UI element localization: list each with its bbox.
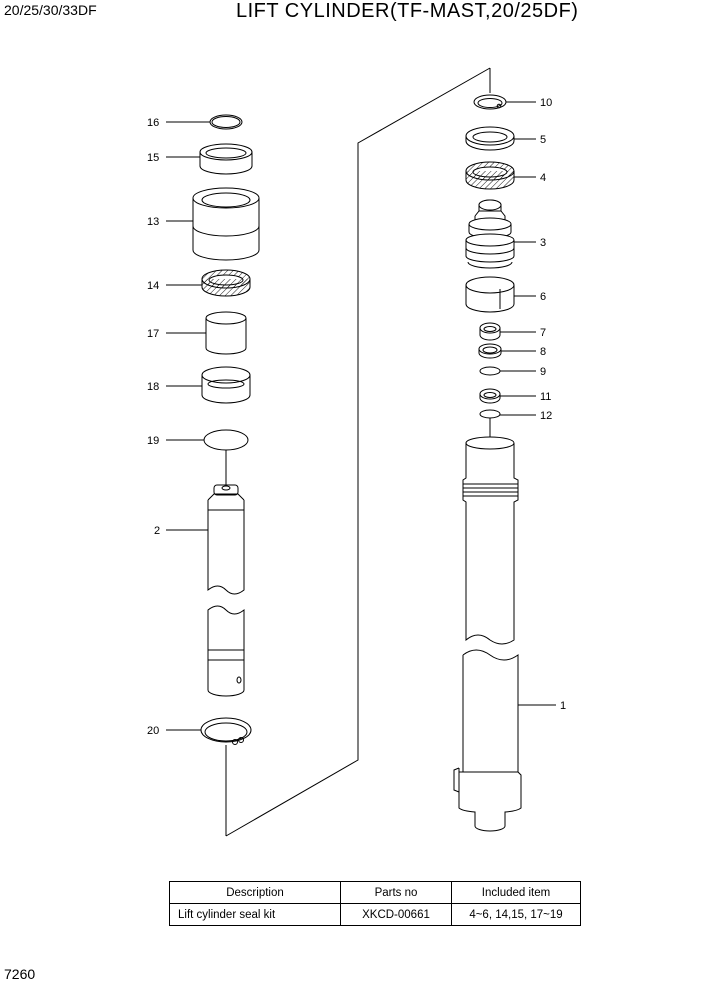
callout-9: 9 — [540, 366, 546, 378]
callout-19: 19 — [147, 435, 159, 447]
seal-kit-table: Description Parts no Included item Lift … — [169, 881, 581, 926]
part-4-seal-ring — [465, 161, 515, 190]
callout-2: 2 — [154, 525, 160, 537]
part-7-seal — [479, 322, 501, 341]
page-number: 7260 — [4, 966, 36, 982]
part-1-cylinder-tube — [453, 436, 522, 832]
callout-17: 17 — [147, 328, 159, 340]
part-9-washer — [479, 366, 501, 376]
callout-12: 12 — [540, 410, 552, 422]
callout-18: 18 — [147, 381, 159, 393]
callout-1: 1 — [560, 700, 566, 712]
part-2-piston-rod — [207, 484, 245, 697]
cell-description: Lift cylinder seal kit — [169, 903, 341, 926]
part-16-o-ring — [209, 114, 243, 130]
callout-20: 20 — [147, 725, 159, 737]
part-6-wear-ring — [465, 276, 515, 313]
part-20-snap-ring — [200, 717, 252, 745]
part-10-snap-ring — [473, 94, 507, 110]
column-header-included-item: Included item — [451, 881, 581, 904]
assembly-connector-line — [225, 67, 491, 837]
callout-4: 4 — [540, 172, 546, 184]
part-11-seal — [479, 388, 501, 404]
callout-5: 5 — [540, 134, 546, 146]
callout-8: 8 — [540, 346, 546, 358]
callout-3: 3 — [540, 237, 546, 249]
callout-6: 6 — [540, 291, 546, 303]
page-title: LIFT CYLINDER(TF-MAST,20/25DF) — [236, 0, 579, 22]
part-12-washer — [479, 409, 501, 419]
table-header-row: Description Parts no Included item — [169, 881, 581, 904]
callout-15: 15 — [147, 152, 159, 164]
part-18-piston — [201, 366, 251, 404]
callout-16: 16 — [147, 117, 159, 129]
callout-14: 14 — [147, 280, 159, 292]
callout-13: 13 — [147, 216, 159, 228]
callout-7: 7 — [540, 327, 546, 339]
cell-parts-no: XKCD-00661 — [340, 903, 452, 926]
part-13-gland — [192, 187, 260, 261]
part-14-backup-ring — [201, 269, 251, 297]
part-17-bushing — [205, 311, 247, 355]
part-5-ring — [465, 126, 515, 151]
part-3-cylinder-head — [465, 199, 515, 269]
cell-included-item: 4~6, 14,15, 17~19 — [451, 903, 581, 926]
part-19-seal-disc — [203, 429, 249, 451]
model-list: 20/25/30/33DF — [4, 2, 97, 18]
callout-10: 10 — [540, 97, 552, 109]
part-15-wiper — [199, 143, 253, 175]
column-header-description: Description — [169, 881, 341, 904]
table-row: Lift cylinder seal kit XKCD-00661 4~6, 1… — [169, 903, 581, 926]
part-8-seal — [478, 343, 502, 359]
callout-11: 11 — [540, 391, 551, 403]
column-header-parts-no: Parts no — [340, 881, 452, 904]
